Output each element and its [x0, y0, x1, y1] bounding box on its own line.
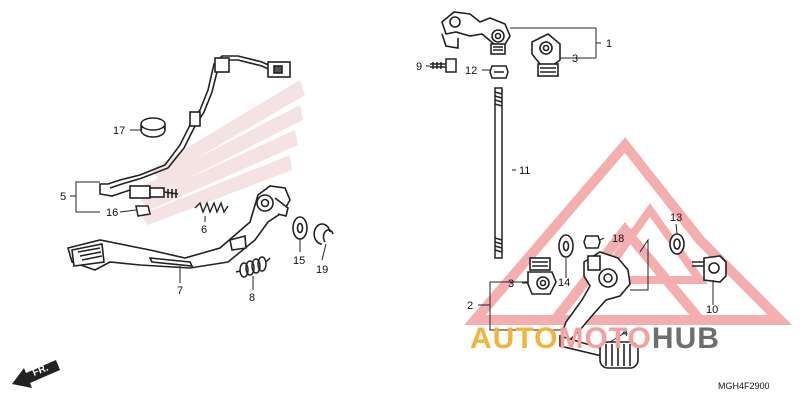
watermark-brand-moto: MOTO [558, 322, 651, 355]
leader-lines [70, 27, 714, 343]
callout-19: 19 [316, 264, 328, 276]
part-13-seal [669, 233, 685, 255]
part-16-clip [135, 205, 151, 217]
callout-11: 11 [519, 165, 530, 177]
part-10-shift-rubber [599, 341, 639, 369]
part-5-brake-switch-wire [99, 55, 291, 199]
part-18-nut [583, 235, 601, 249]
part-19-clip [313, 223, 334, 245]
callout-4: 4 [622, 327, 628, 339]
svg-text:AUTOMOTOHUB: AUTOMOTOHUB [470, 322, 720, 355]
callout-8: 8 [249, 292, 255, 304]
part-10-pivot-bolt [692, 255, 727, 283]
callout-17: 17 [113, 125, 125, 137]
part-7-brake-pedal [67, 185, 291, 271]
callout-2: 2 [467, 300, 473, 312]
part-9-bolt [430, 58, 457, 73]
callout-7: 7 [177, 285, 183, 297]
callout-1: 1 [606, 38, 612, 50]
callout-5: 5 [60, 191, 66, 203]
watermark-brand-hub: HUB [652, 322, 720, 355]
callout-6: 6 [201, 224, 207, 236]
part-11-shift-rod [494, 87, 503, 259]
callout-13: 13 [670, 212, 682, 224]
front-direction-arrow: FR. [12, 360, 60, 388]
callout-3-bottom: 3 [508, 278, 514, 290]
callout-10: 10 [706, 304, 718, 316]
callout-labels: 1 3 9 12 11 17 5 16 6 7 8 15 19 18 14 3 … [60, 38, 718, 339]
drawing-code: MGH4F2900 [718, 381, 770, 391]
part-8-spring [235, 256, 271, 278]
part-12-nut [489, 65, 509, 79]
part-3-joint-bottom [527, 257, 557, 295]
part-15-washer [292, 216, 308, 240]
watermark-brand-auto: AUTO [470, 322, 558, 355]
part-3-joint-top [531, 33, 561, 77]
part-14-washer [558, 234, 574, 258]
watermark-logo: AUTOMOTOHUB [470, 322, 720, 355]
callout-18: 18 [612, 233, 624, 245]
callout-12: 12 [465, 65, 477, 77]
part-1-shift-arm [441, 11, 511, 55]
callout-9: 9 [416, 61, 422, 73]
callout-16: 16 [106, 207, 118, 219]
callout-15: 15 [293, 255, 305, 267]
callout-3-top: 3 [572, 53, 578, 65]
part-6-spring [194, 201, 229, 214]
wing-logo-background [140, 80, 305, 225]
callout-14: 14 [558, 277, 570, 289]
part-17-cap [140, 117, 166, 138]
